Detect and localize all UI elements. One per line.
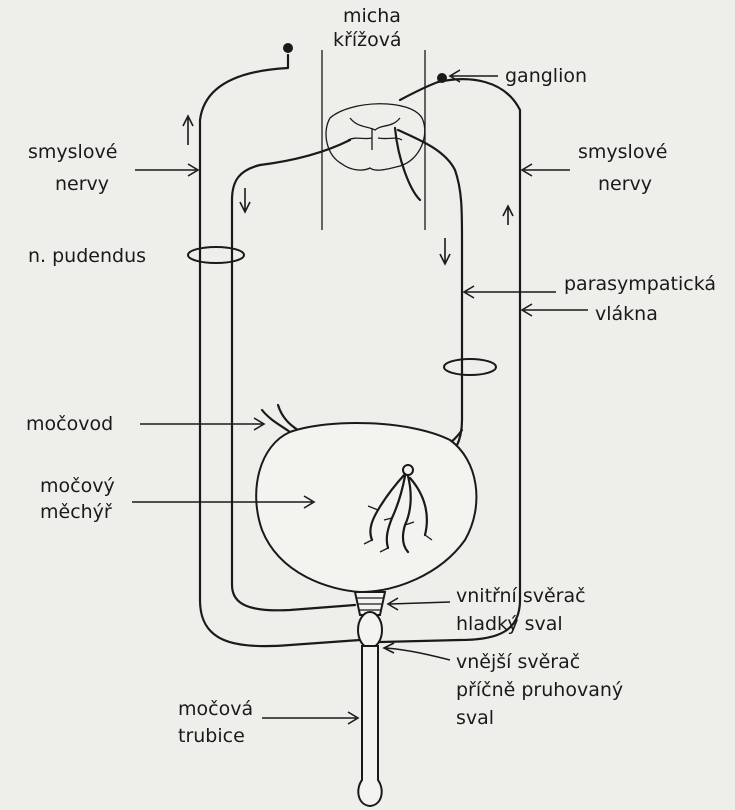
pointer-trubice [262,712,358,724]
label-mechyr-2: měchýř [40,501,112,523]
spinal-cord-gray-matter [348,118,402,150]
label-ganglion: ganglion [505,65,587,87]
label-vnejsi-2: příčně pruhovaný [456,679,623,701]
label-parasym-1: parasympatická [564,273,716,295]
label-smyslove-left-2: nervy [55,173,109,195]
label-parasym-2: vlákna [595,303,658,325]
spinal-cord [322,50,425,230]
sensory-root-right [400,82,438,100]
label-vnejsi-1: vnější svěrač [456,651,580,673]
pudendal-nerve-ring [188,247,244,263]
pointer-smyslove-left [135,164,198,176]
parasympathetic-ring [444,359,496,375]
pointer-vnitrni [388,598,450,610]
label-micha-2: křížová [333,29,402,51]
spinal-cord-cross-section [326,104,425,170]
flow-arrow-down-right [440,238,450,264]
external-sphincter [358,612,382,648]
urethra [358,646,381,806]
label-mocovod: močovod [26,413,113,435]
pointer-parasym-inner [464,286,556,298]
flow-arrow-down-left [240,188,250,212]
label-vnitrni-2: hladký sval [456,613,563,635]
pointer-vnejsi [384,643,450,660]
label-micha-1: micha [343,5,401,27]
ganglion-left-dot [283,43,293,53]
label-trubice-1: močová [178,698,253,720]
label-trubice-2: trubice [178,725,245,747]
pointer-smyslove-right [522,164,570,176]
flow-arrow-up-right [503,206,513,225]
label-smyslove-right-1: smyslové [578,141,667,163]
urinary-bladder [256,423,476,592]
label-mechyr-1: močový [40,475,115,497]
label-smyslove-right-2: nervy [598,173,652,195]
pointer-mocovod [140,418,264,430]
parasympathetic-fibers [398,130,462,478]
label-smyslove-left-1: smyslové [28,141,117,163]
label-pudendus: n. pudendus [28,245,146,267]
label-vnitrni-1: vnitřní svěrač [456,585,586,607]
pointer-parasym-outer [522,304,588,316]
label-vnejsi-3: sval [456,707,494,729]
flow-arrow-up-left [183,116,193,145]
